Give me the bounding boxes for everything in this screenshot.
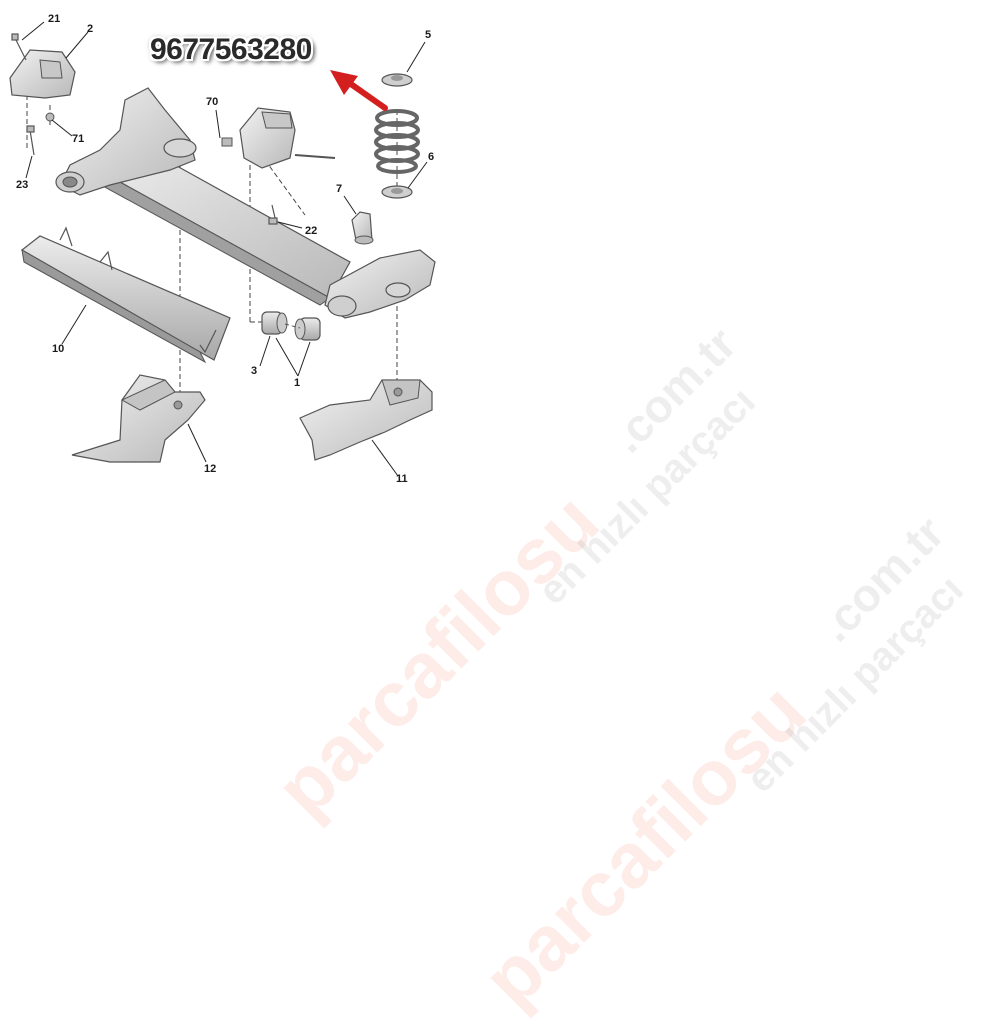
callout-3: 3 [251,365,258,377]
callout-7: 7 [336,183,343,195]
callout-leaders [21,21,428,477]
axle-bushing-1 [294,317,321,341]
callout-11: 11 [396,473,408,485]
bolt-21 [11,33,27,61]
rear-axle-beam [55,87,436,319]
mount-bracket-center [221,107,336,169]
callout-71: 71 [72,133,85,145]
red-pointer-arrow [330,70,388,111]
callout-23: 23 [16,179,29,191]
nut-71 [45,112,55,122]
heat-shield-long [20,226,231,364]
axle-bushing-3 [261,311,288,335]
callout-12: 12 [204,463,217,475]
bolt-22 [268,204,278,225]
callout-21: 21 [48,13,61,25]
bushing-guide [284,323,301,329]
callout-2: 2 [87,23,94,35]
callout-5: 5 [425,29,432,41]
coil-spring [374,109,420,174]
heat-shield-12 [71,374,206,463]
callout-6: 6 [428,151,435,163]
bolt-23 [26,125,35,156]
diagram-stage: 9677563280 21 2 71 23 70 22 5 6 7 10 3 1… [9,13,972,1023]
rear-axle-exploded-diagram [9,21,436,477]
callout-10: 10 [52,343,65,355]
part-number-label: 9677563280 [150,33,312,66]
callout-22: 22 [305,225,318,237]
bump-stop [351,211,374,245]
spring-seat-upper [381,73,413,87]
spring-seat-lower [381,185,413,199]
callout-1: 1 [294,377,301,389]
heat-shield-11 [299,379,433,461]
callout-70: 70 [206,96,219,108]
mount-bracket-left [9,49,76,99]
